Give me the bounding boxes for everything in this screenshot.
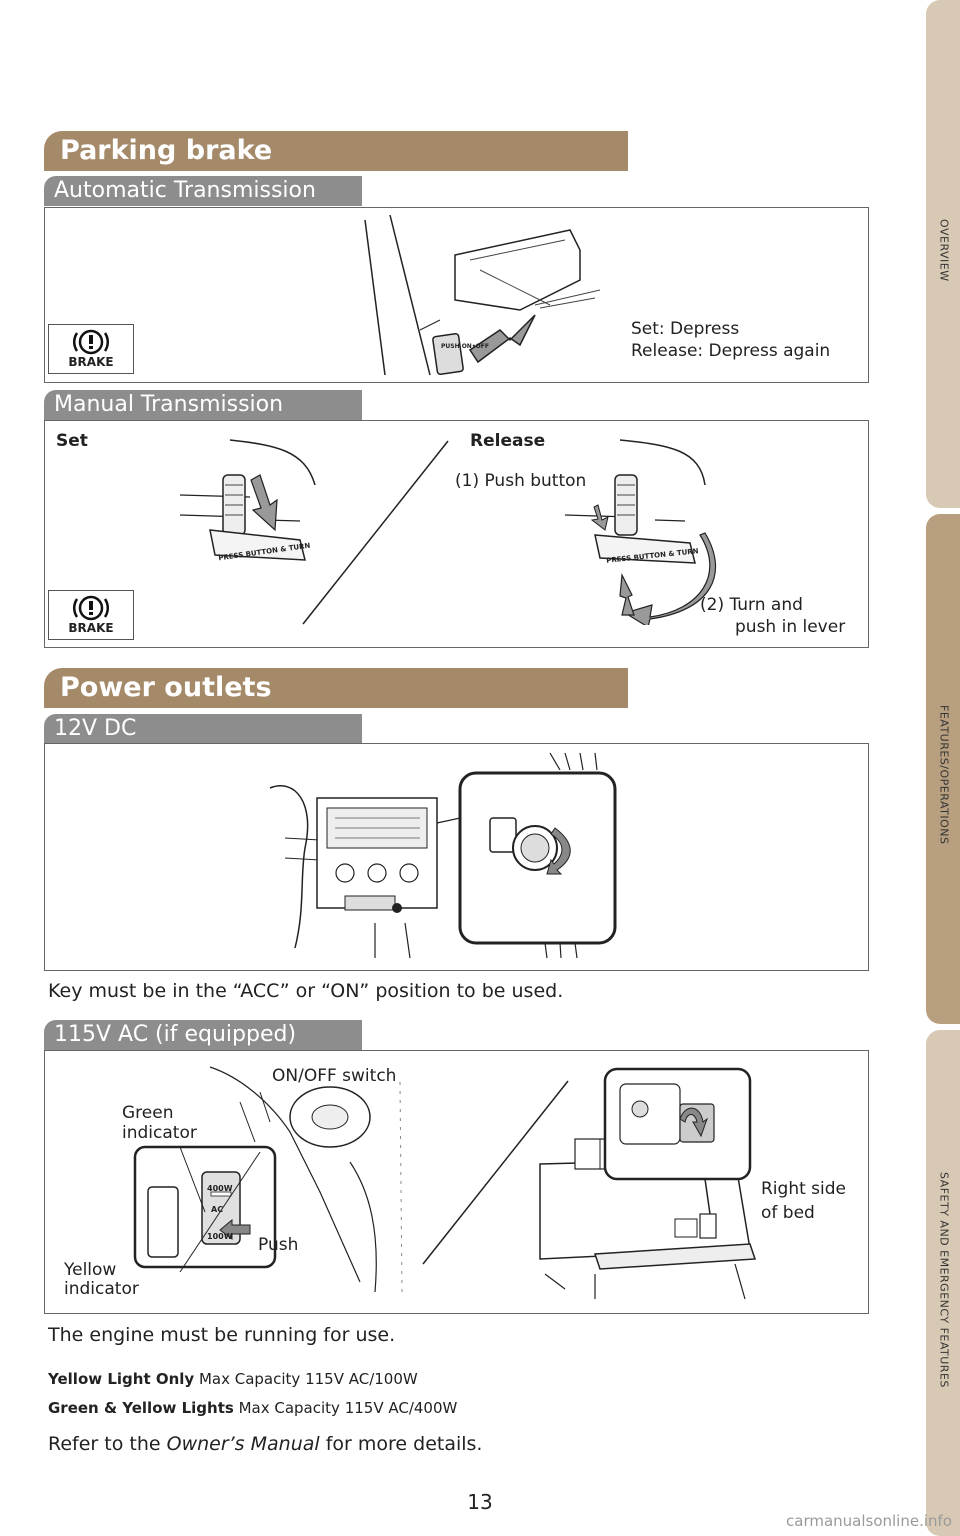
manual-lever-set-illustration [179,439,316,561]
manual-set-label: Set [56,431,88,451]
manual-lever-release-illustration [564,439,717,625]
automatic-transmission-label: Automatic Transmission [44,176,362,206]
yellow-only-label: Yellow Light Only [48,1370,195,1388]
push-label: Push [258,1235,299,1255]
green-yellow-label: Green & Yellow Lights [48,1399,234,1417]
manual-step1: (1) Push button [455,471,587,491]
side-tab-features-label: FEATURES/OPERATIONS [937,705,951,845]
parking-brake-title: Parking brake [44,131,628,171]
auto-release-text: Release: Depress again [631,341,831,361]
manual-transmission-label: Manual Transmission [44,390,362,420]
refer-manual-note: Refer to the Owner’s Manual for more det… [48,1433,482,1455]
ac-switch-label: ON/OFF switch [272,1066,397,1086]
brake-warning-icon: BRAKE [48,324,134,374]
right-side-line2: of bed [761,1203,815,1223]
green-yellow-row: Green & Yellow Lights Max Capacity 115V … [48,1399,457,1417]
yellow-indicator-line1: Yellow [64,1260,117,1280]
ac-switch-text-100w: 100W [207,1232,233,1241]
yellow-only-capacity: Max Capacity 115V AC/100W [198,1370,418,1388]
refer-pre: Refer to the [48,1433,167,1455]
brake-warning-icon-manual: BRAKE [48,590,134,640]
green-indicator-line1: Green [122,1103,174,1123]
dc-note: Key must be in the “ACC” or “ON” positio… [48,980,564,1002]
green-yellow-capacity: Max Capacity 115V AC/400W [238,1399,458,1417]
dc-dashboard-illustration [269,752,617,959]
dc-outlet-panel [44,743,869,971]
ac-cabin-illustration [133,1066,403,1293]
ac-switch-text-ac: AC [211,1205,224,1214]
yellow-indicator-line2: indicator [64,1279,139,1299]
refer-post: for more details. [319,1433,483,1455]
manual-release-label: Release [470,431,546,451]
page-number: 13 [467,1490,493,1514]
ac-divider-line [422,1080,569,1265]
ac-truck-bed-illustration [539,1067,757,1300]
right-side-line1: Right side [761,1179,846,1199]
ac-engine-note: The engine must be running for use. [48,1324,396,1346]
ac-outlet-label: 115V AC (if equipped) [44,1020,362,1050]
auto-pedal-label: PUSH ON•OFF [441,343,489,350]
manual-step2-line2: push in lever [735,617,846,637]
watermark: carmanualsonline.info [786,1512,952,1530]
manual-transmission-panel [44,420,869,648]
manual-divider-line [302,440,449,625]
dc-outlet-label: 12V DC [44,714,362,744]
side-tab-overview[interactable] [926,0,960,508]
side-tab-features[interactable] [926,514,960,1024]
power-outlets-title: Power outlets [44,668,628,708]
auto-set-text: Set: Depress [631,319,740,339]
yellow-only-row: Yellow Light Only Max Capacity 115V AC/1… [48,1370,418,1388]
automatic-pedal-illustration [364,214,601,376]
refer-manual-title: Owner’s Manual [166,1433,320,1455]
brake-icon-manual-text: BRAKE [68,621,114,635]
green-indicator-line2: indicator [122,1123,197,1143]
brake-icon-text: BRAKE [68,355,114,369]
ac-switch-text-400w: 400W [207,1184,233,1193]
manual-step2-line1: (2) Turn and [700,595,803,615]
side-tab-safety-label: SAFETY AND EMERGENCY FEATURES [937,1172,951,1388]
side-tab-overview-label: OVERVIEW [937,218,951,282]
side-tab-safety[interactable] [926,1030,960,1536]
